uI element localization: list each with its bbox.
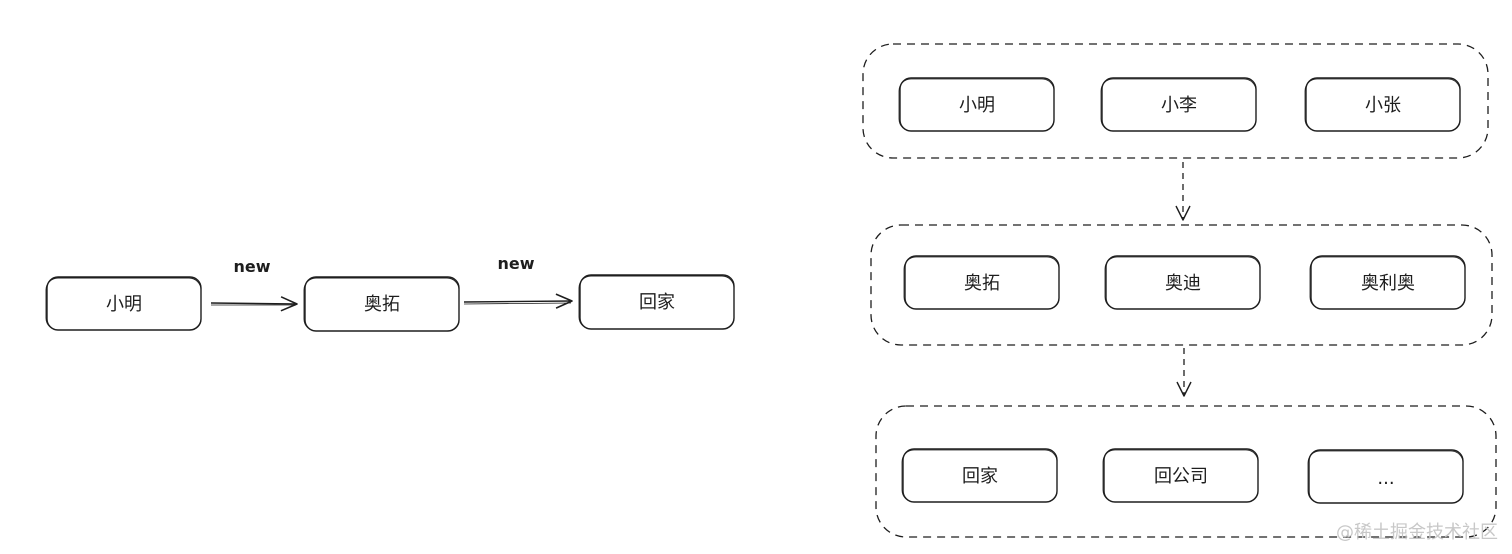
flow-node-aotuo: 奥拓	[303, 276, 460, 332]
edge-label-new: new	[497, 254, 534, 273]
group-places: 回家 回公司 ...	[875, 405, 1497, 538]
flow-edge-2: new	[463, 254, 573, 309]
flow-node-huijia: 回家	[578, 274, 735, 330]
group-item-label: ...	[1377, 468, 1394, 489]
flow-node-label: 奥拓	[364, 294, 400, 315]
group-item-xiaoli: 小李	[1100, 77, 1257, 132]
group-item-label: 回家	[962, 466, 998, 487]
flow-node-label: 小明	[106, 294, 142, 315]
group-item-xiaozhang: 小张	[1304, 77, 1461, 132]
group-item-label: 奥迪	[1165, 273, 1201, 294]
group-item-label: 小明	[959, 95, 995, 116]
group-item-aolio: 奥利奥	[1309, 255, 1466, 310]
group-item-label: 奥拓	[964, 273, 1000, 294]
group-cars: 奥拓 奥迪 奥利奥	[870, 224, 1493, 346]
group-item-xiaoming: 小明	[898, 77, 1055, 132]
group-item-label: 奥利奥	[1361, 273, 1415, 294]
group-item-aotuo: 奥拓	[903, 255, 1060, 310]
flow-node-label: 回家	[639, 292, 675, 313]
group-item-label: 小张	[1365, 95, 1401, 116]
flow-node-xiaoming: 小明	[45, 276, 202, 331]
watermark: @稀土掘金技术社区	[1336, 522, 1498, 543]
edge-label-new: new	[233, 257, 270, 276]
right-groups: 小明 小李 小张 奥拓	[862, 43, 1497, 538]
group-people: 小明 小李 小张	[862, 43, 1489, 159]
group-item-aodi: 奥迪	[1104, 255, 1261, 310]
group-item-label: 小李	[1161, 95, 1197, 116]
left-flow: 小明 奥拓 回家 new new	[45, 254, 735, 332]
group-item-label: 回公司	[1154, 466, 1208, 487]
flow-edge-1: new	[210, 257, 298, 312]
group-item-huijia: 回家	[901, 448, 1058, 503]
group-item-ellipsis: ...	[1307, 449, 1464, 504]
group-item-huigongsi: 回公司	[1102, 448, 1259, 503]
